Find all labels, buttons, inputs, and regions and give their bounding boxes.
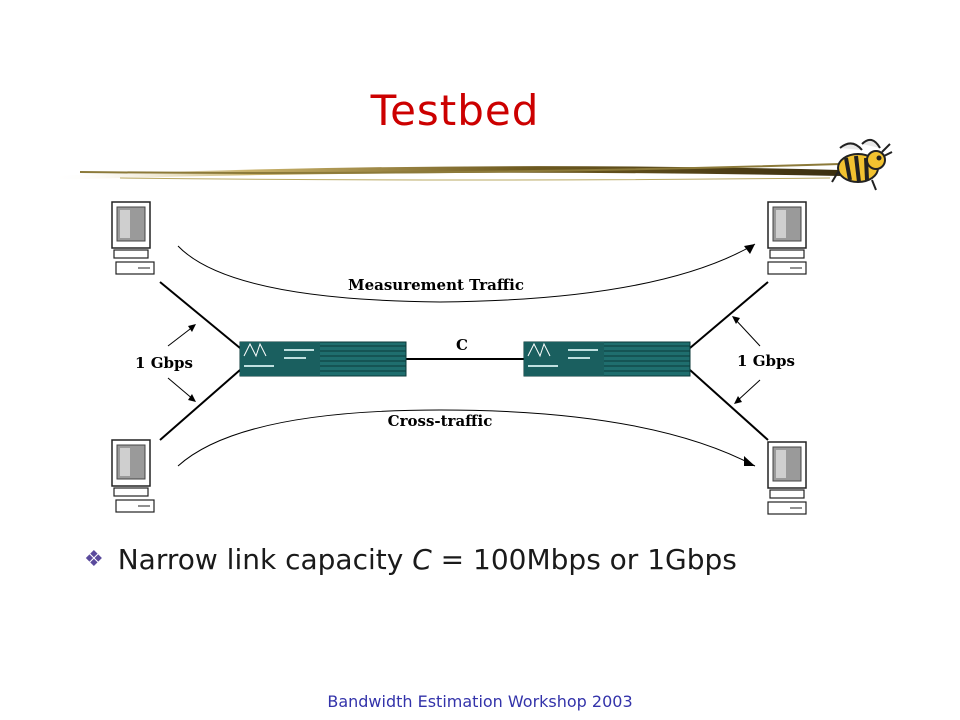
computer-icon — [111, 201, 155, 275]
link-line — [159, 281, 241, 349]
pointer-arrowhead — [188, 394, 196, 402]
cross-traffic-arrowhead — [744, 456, 755, 466]
computer-icon — [767, 441, 807, 515]
pointer-arrow — [735, 379, 761, 403]
bullet-item: ❖ Narrow link capacity C = 100Mbps or 1Gb… — [84, 543, 737, 576]
right-link-speed-label: 1 Gbps — [737, 352, 795, 370]
link-line — [159, 369, 241, 441]
pointer-arrow — [167, 377, 195, 401]
capacity-label: C — [456, 336, 468, 354]
switch-icon — [523, 341, 691, 377]
link-line — [689, 281, 769, 349]
diamond-bullet-icon: ❖ — [84, 547, 104, 572]
bullet-text-prefix: Narrow link capacity — [117, 543, 413, 576]
computer-icon — [767, 201, 807, 275]
cross-traffic-curve — [177, 409, 756, 467]
pointer-arrow — [167, 325, 195, 347]
slide-footer: Bandwidth Estimation Workshop 2003 — [327, 692, 633, 711]
left-link-speed-label: 1 Gbps — [135, 354, 193, 372]
pointer-arrowhead — [732, 316, 740, 324]
slide-title: Testbed — [370, 86, 540, 135]
measurement-traffic-curve — [177, 243, 756, 303]
cross-traffic-label: Cross-traffic — [388, 412, 493, 430]
link-line — [689, 369, 769, 441]
pointer-arrow — [733, 317, 761, 347]
bullet-text-variable: C — [412, 543, 432, 576]
bullet-text-suffix: = 100Mbps or 1Gbps — [431, 543, 737, 576]
computer-icon — [111, 439, 155, 513]
pointer-arrowhead — [734, 396, 742, 404]
pointer-arrowhead — [188, 324, 196, 332]
measurement-traffic-arrowhead — [744, 244, 755, 254]
measurement-traffic-label: Measurement Traffic — [348, 276, 524, 294]
switch-icon — [239, 341, 407, 377]
